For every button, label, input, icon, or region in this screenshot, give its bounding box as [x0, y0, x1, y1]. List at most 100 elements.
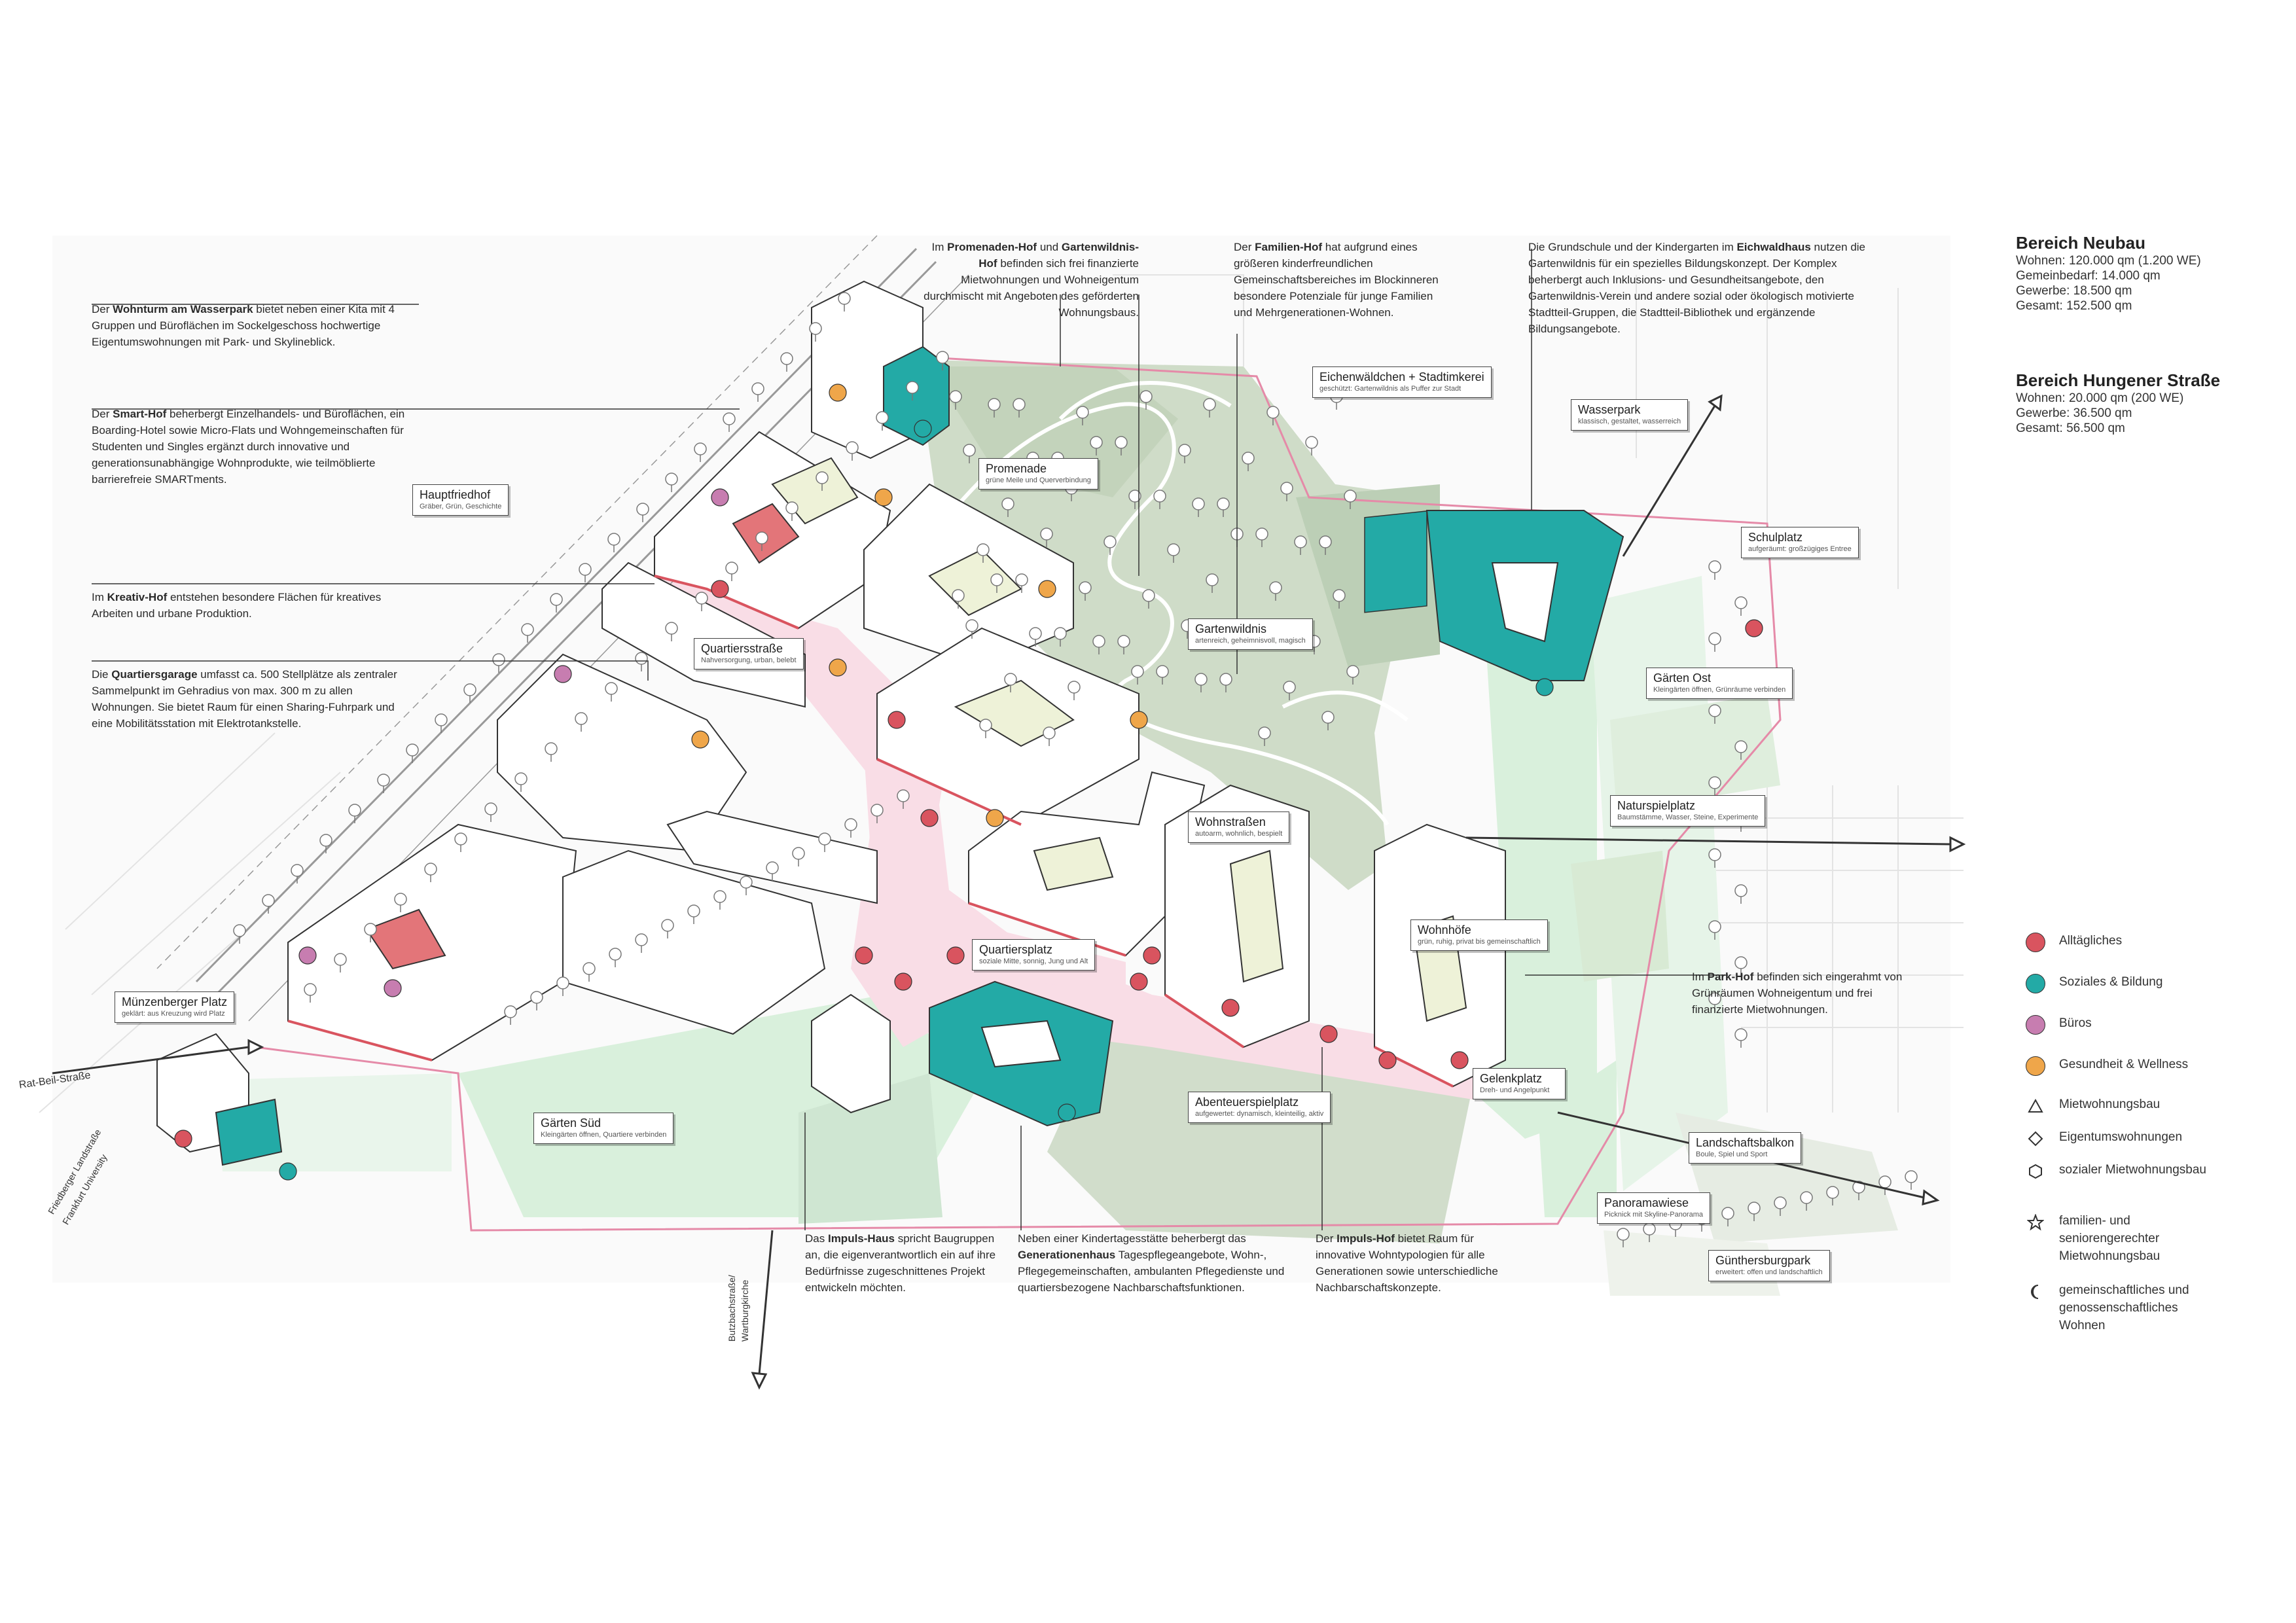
tree	[1142, 589, 1155, 602]
tree	[607, 533, 620, 546]
use-pictogram-dot	[1038, 580, 1056, 598]
park-path	[941, 381, 1408, 826]
use-pictogram-dot	[829, 383, 847, 402]
use-pictogram-dot	[1450, 1051, 1469, 1069]
tree	[785, 501, 798, 514]
tree	[556, 976, 569, 990]
use-pictogram-dot	[384, 979, 402, 997]
tree	[844, 818, 857, 831]
tree	[792, 847, 805, 860]
tree	[1015, 573, 1028, 586]
tree	[1305, 436, 1318, 449]
tree	[579, 563, 592, 576]
use-pictogram-dot	[829, 658, 847, 677]
tree	[635, 933, 648, 946]
tree	[897, 789, 910, 802]
use-pictogram-dot	[554, 665, 572, 683]
tree	[1708, 560, 1721, 573]
tree	[394, 893, 407, 906]
leader-lines	[92, 249, 1728, 1230]
tree	[963, 444, 976, 457]
tree	[1255, 527, 1268, 541]
tree	[514, 772, 528, 785]
tree	[1617, 1228, 1630, 1241]
text-wohnturm: Der Wohnturm am Wasserpark bietet neben …	[92, 303, 395, 348]
tree	[605, 682, 618, 695]
text-familien-hof: Der Familien-Hof hat aufgrund eines größ…	[1234, 241, 1439, 319]
tree	[1721, 1207, 1734, 1220]
tree	[1708, 776, 1721, 789]
use-pictogram-dot	[691, 730, 709, 749]
use-pictogram-dot	[1143, 946, 1161, 965]
tree	[1203, 398, 1216, 411]
tree	[1004, 673, 1017, 686]
tree	[1643, 1222, 1656, 1236]
site-boundary	[255, 355, 1782, 1232]
tree	[1092, 635, 1105, 648]
tree	[1708, 632, 1721, 645]
tree	[965, 619, 978, 632]
text-quartiersgarage: Die Quartiersgarage umfasst ca. 500 Stel…	[92, 668, 397, 730]
use-pictogram-dot	[855, 946, 873, 965]
tree	[1217, 497, 1230, 510]
tree	[1054, 627, 1067, 640]
tree	[1194, 673, 1208, 686]
tree	[1294, 535, 1307, 548]
tree	[936, 351, 949, 364]
tree	[695, 592, 708, 605]
text-impuls-hof: Der Impuls-Hof bietet Raum für innovativ…	[1316, 1232, 1498, 1294]
stats-neubau: Bereich Neubau Wohnen: 120.000 qm (1.200…	[2016, 232, 2201, 313]
tree	[818, 832, 831, 846]
tree	[1321, 711, 1335, 724]
tree	[1734, 1028, 1748, 1041]
text-generationenhaus: Neben einer Kindertagesstätte beherbergt…	[1018, 1232, 1285, 1294]
tree	[1131, 665, 1144, 678]
sports-field	[1364, 510, 1427, 613]
tree	[1090, 436, 1103, 449]
tree	[1319, 535, 1332, 548]
trees	[233, 292, 1918, 1247]
tree	[1079, 581, 1092, 594]
impuls-haus-building	[811, 993, 891, 1114]
use-pictogram-dot	[914, 419, 932, 438]
tree	[1156, 665, 1169, 678]
use-pictogram-dot	[1130, 711, 1148, 729]
tree	[1043, 726, 1056, 740]
tree	[979, 719, 992, 732]
tree	[988, 398, 1001, 411]
tree	[1774, 1196, 1787, 1209]
tree	[348, 804, 361, 817]
tree	[1344, 490, 1357, 503]
alltaegliches-dot-icon	[2026, 933, 2045, 952]
use-pictogram-dot	[986, 809, 1004, 827]
tree	[364, 923, 377, 936]
tree	[435, 713, 448, 726]
tree	[233, 924, 246, 937]
tree	[687, 904, 700, 918]
tree	[751, 382, 764, 395]
legend-item-alltaegliches: Alltägliches	[2022, 929, 2223, 955]
tree	[1219, 673, 1232, 686]
tree	[1178, 444, 1191, 457]
legend-item-mietwohnungsbau: Mietwohnungsbau	[2022, 1093, 2223, 1119]
tree	[575, 712, 588, 725]
tree	[977, 543, 990, 556]
tree	[990, 573, 1003, 586]
stats-hungener-row: Wohnen: 20.000 qm (200 WE)	[2016, 391, 2184, 405]
stats-hungener-title: Bereich Hungener Straße	[2016, 370, 2221, 390]
stats-hungener: Bereich Hungener Straße Wohnen: 20.000 q…	[2016, 370, 2220, 436]
legend-item-sozialer-miet: sozialer Mietwohnungsbau	[2022, 1158, 2223, 1185]
buildings	[156, 280, 1624, 1166]
moon-icon	[2031, 1285, 2039, 1299]
tree	[635, 652, 648, 665]
